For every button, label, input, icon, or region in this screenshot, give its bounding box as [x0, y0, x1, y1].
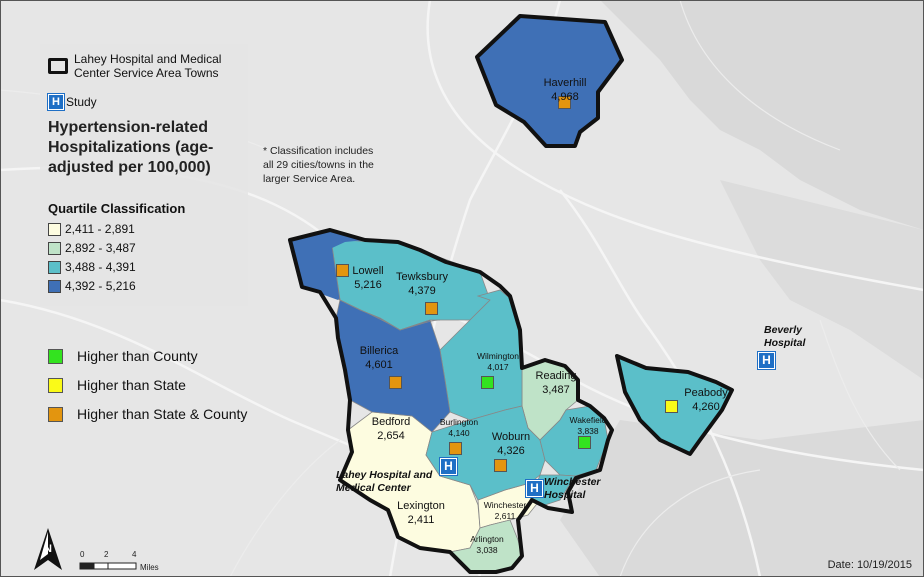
marker-peabody[interactable]: [665, 400, 678, 413]
town-name: Peabody: [684, 387, 728, 399]
study-label: Study: [66, 95, 97, 109]
quartile-row: 2,411 - 2,891: [48, 222, 135, 236]
marker-lowell[interactable]: [336, 264, 349, 277]
town-name: Winchester: [483, 500, 527, 510]
town-value: 4,968: [551, 91, 579, 103]
quartile-swatch: [48, 260, 61, 274]
town-value: 4,601: [365, 359, 393, 371]
town-label-tewksbury: Tewksbury 4,379: [396, 270, 448, 298]
scale-unit: Miles: [140, 563, 159, 572]
town-label-woburn: Woburn 4,326: [492, 430, 530, 458]
lahey-hospital-label: Lahey Hospital and Medical Center: [336, 469, 433, 494]
marker-haverhill[interactable]: [558, 96, 571, 109]
hospital-icon: H: [48, 94, 64, 110]
legend-panel: [40, 44, 248, 306]
town-value: 3,038: [476, 545, 498, 555]
north-arrow-icon: N: [44, 543, 52, 555]
marker-swatch: [48, 377, 63, 393]
marker-swatch: [48, 348, 63, 364]
beverly-hospital-label: Beverly Hospital: [764, 324, 806, 349]
town-value: 3,487: [542, 384, 570, 396]
quartile-label: 2,892 - 3,487: [65, 241, 136, 255]
town-name: Wakefield: [569, 415, 607, 425]
town-name: Arlington: [470, 534, 504, 544]
town-value: 4,326: [497, 445, 525, 457]
winchester-hospital-icon[interactable]: H: [526, 480, 543, 497]
town-value: 2,411: [407, 514, 435, 526]
town-name: Tewksbury: [396, 271, 448, 283]
town-name: Wilmington: [476, 351, 520, 361]
town-value: 4,017: [487, 362, 509, 372]
marker-swatch: [48, 406, 63, 422]
marker-billerica[interactable]: [389, 376, 402, 389]
marker-legend-row: Higher than County: [48, 348, 198, 364]
quartile-label: 2,411 - 2,891: [65, 222, 135, 236]
town-label-haverhill: Haverhill 4,968: [544, 76, 587, 104]
lahey-hospital-icon[interactable]: H: [440, 458, 457, 475]
marker-burlington[interactable]: [449, 442, 462, 455]
legend-title: Hypertension-related Hospitalizations (a…: [48, 119, 214, 176]
town-value: 4,379: [408, 285, 436, 297]
winchester-hospital-label: Winchester Hospital: [544, 476, 601, 501]
service-area-outline-icon: [48, 58, 68, 74]
marker-legend-label: Higher than State: [77, 377, 186, 393]
legend-study: H Study: [48, 94, 97, 110]
marker-legend-label: Higher than State & County: [77, 406, 248, 422]
quartile-title: Quartile Classification: [48, 201, 186, 216]
town-value: 2,611: [494, 511, 516, 521]
town-name: Reading: [535, 370, 577, 382]
quartile-swatch: [48, 241, 61, 255]
town-value: 3,838: [577, 426, 599, 436]
town-name: Lexington: [397, 500, 445, 512]
town-name: Bedford: [371, 416, 411, 428]
marker-legend-row: Higher than State & County: [48, 406, 247, 422]
town-name: Burlington: [439, 417, 479, 427]
scale-tick-4: 4: [132, 550, 137, 559]
marker-woburn[interactable]: [494, 459, 507, 472]
town-label-lowell: Lowell 5,216: [352, 264, 383, 292]
town-name: Woburn: [491, 431, 531, 443]
quartile-swatch: [48, 222, 61, 236]
scale-tick-0: 0: [80, 550, 85, 559]
town-name: Lowell: [352, 265, 384, 277]
quartile-swatch: [48, 279, 61, 293]
beverly-hospital-icon[interactable]: H: [758, 352, 775, 369]
service-area-label: Lahey Hospital and Medical Center Servic…: [74, 52, 222, 80]
quartile-row: 4,392 - 5,216: [48, 279, 136, 293]
quartile-label: 4,392 - 5,216: [65, 279, 136, 293]
classification-note: * Classification includes all 29 cities/…: [263, 145, 374, 185]
town-label-peabody: Peabody 4,260: [684, 386, 727, 414]
town-name: Haverhill: [543, 77, 587, 89]
scale-tick-2: 2: [104, 550, 109, 559]
marker-legend-label: Higher than County: [77, 348, 198, 364]
map-date: Date: 10/19/2015: [827, 559, 912, 571]
town-name: Billerica: [359, 345, 399, 357]
quartile-row: 2,892 - 3,487: [48, 241, 136, 255]
town-label-lexington: Lexington 2,411: [397, 499, 445, 527]
town-label-billerica: Billerica 4,601: [360, 344, 399, 372]
marker-wakefield[interactable]: [578, 436, 591, 449]
town-value: 2,654: [377, 430, 405, 442]
quartile-row: 3,488 - 4,391: [48, 260, 136, 274]
town-value: 5,216: [354, 279, 382, 291]
town-label-reading: Reading 3,487: [536, 369, 577, 397]
town-value: 4,140: [448, 428, 470, 438]
marker-wilmington[interactable]: [481, 376, 494, 389]
marker-tewksbury[interactable]: [425, 302, 438, 315]
marker-legend-row: Higher than State: [48, 377, 186, 393]
quartile-label: 3,488 - 4,391: [65, 260, 136, 274]
town-label-bedford: Bedford 2,654: [372, 415, 411, 443]
legend-service-area: Lahey Hospital and Medical Center Servic…: [48, 52, 244, 80]
town-value: 4,260: [692, 401, 720, 413]
